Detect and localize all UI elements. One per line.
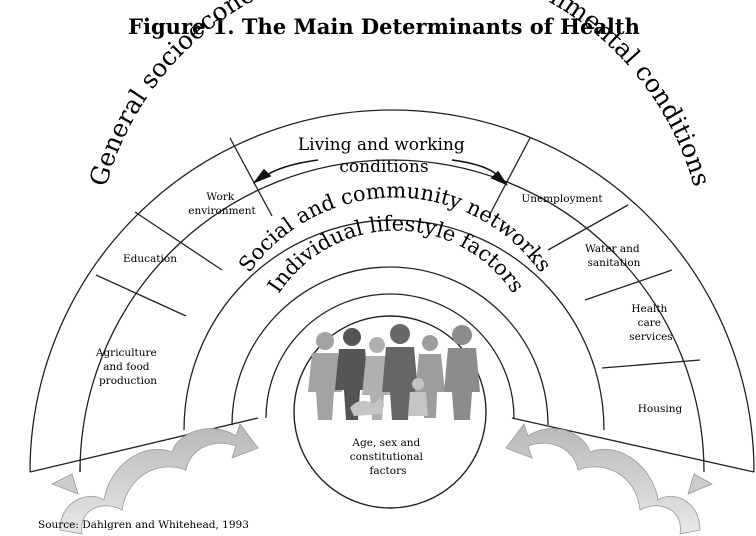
divider-agri-education xyxy=(95,274,187,317)
divider-health-housing xyxy=(601,359,701,369)
source-note: Source: Dahlgren and Whitehead, 1993 xyxy=(38,519,249,531)
sector-education: Education xyxy=(123,253,177,265)
sector-agriculture: Agriculture and food production xyxy=(95,347,160,387)
core-factors-label: Age, sex and constitutional factors xyxy=(350,437,427,477)
outer-layer-inner-edge xyxy=(79,159,705,473)
people-silhouettes-icon xyxy=(308,324,480,420)
divider-education-work xyxy=(134,211,223,271)
divider-work-top xyxy=(229,137,273,217)
outer-layer-edge xyxy=(29,109,755,473)
left-baseline xyxy=(29,417,259,473)
divider-unemployment-water xyxy=(547,204,629,251)
individual-band-inner-edge xyxy=(265,293,515,419)
sector-unemployment: Unemployment xyxy=(521,193,603,205)
sector-work-environment: Work environment xyxy=(188,191,256,217)
sector-housing: Housing xyxy=(638,403,683,415)
curved-arrow-icon xyxy=(252,159,319,184)
feedback-arrows-icon xyxy=(51,423,259,535)
living-conditions-label: Living and working conditions xyxy=(298,135,470,177)
living-band-inner-edge xyxy=(183,219,605,431)
divider-water-health xyxy=(584,269,673,301)
sector-water-sanitation: Water and sanitation xyxy=(585,243,643,269)
right-baseline xyxy=(511,417,755,473)
feedback-arrows-icon xyxy=(505,423,713,535)
curved-arrow-icon xyxy=(451,159,509,186)
sector-health-care: Health care services xyxy=(629,303,672,343)
figure-title: Figure 1. The Main Determinants of Healt… xyxy=(128,14,640,39)
social-band-inner-edge xyxy=(231,266,549,426)
divider-top-unemployment xyxy=(489,137,531,215)
